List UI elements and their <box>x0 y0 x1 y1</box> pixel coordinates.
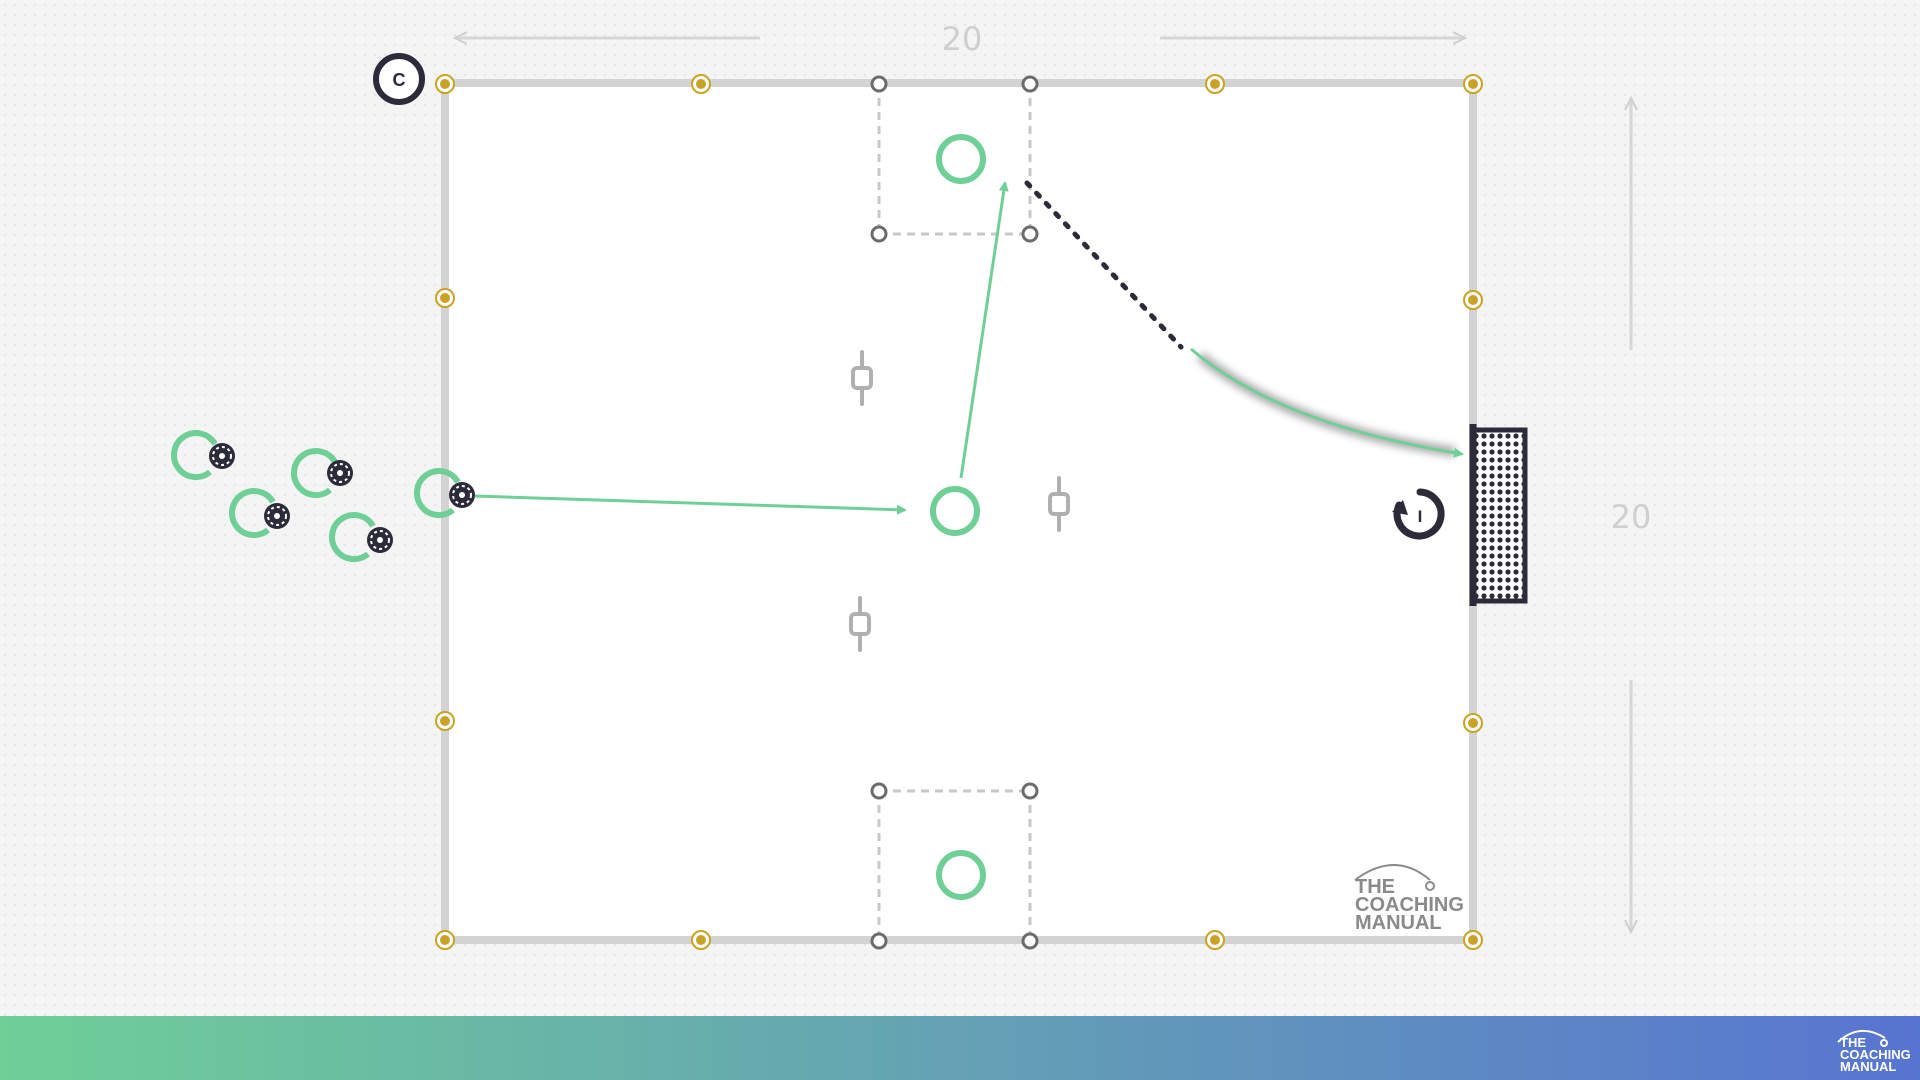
marker-icon <box>1021 932 1039 950</box>
goal-icon <box>1469 424 1528 606</box>
bottom-zone <box>877 789 1032 940</box>
player-queue-2 <box>228 488 276 539</box>
cone-icon <box>1463 290 1483 310</box>
ball-icon <box>327 460 353 486</box>
watermark-line1: THE <box>1355 876 1395 898</box>
mannequin-icon <box>849 596 871 652</box>
cone-icon <box>435 711 455 731</box>
zone-markers <box>870 75 1039 950</box>
footer-bar <box>0 1016 1920 1080</box>
shot-arrow <box>1190 347 1464 458</box>
player-queue-4 <box>328 512 376 563</box>
boundary-cones <box>435 74 1483 950</box>
ball-icon <box>209 443 235 469</box>
footer-logo: THE COACHING MANUAL <box>1837 1030 1911 1074</box>
marker-icon <box>870 932 888 950</box>
marker-icon <box>870 225 888 243</box>
goalkeeper-label: I <box>1418 507 1423 526</box>
cone-icon <box>1463 930 1483 950</box>
player-queue-1 <box>170 430 218 481</box>
movement-lines <box>474 180 1464 515</box>
player-start <box>413 468 461 519</box>
cone-icon <box>1463 713 1483 733</box>
watermark-line3: MANUAL <box>1355 912 1442 934</box>
watermark-line2: COACHING <box>1355 894 1464 916</box>
player-bottom-zone <box>936 850 986 900</box>
ball-icon <box>264 503 290 529</box>
mannequins <box>849 350 1070 652</box>
cone-icon <box>435 74 455 94</box>
footer-logo-line3: MANUAL <box>1840 1059 1896 1074</box>
ball-icon <box>367 527 393 553</box>
cone-icon <box>1205 930 1225 950</box>
mannequin-icon <box>1048 476 1070 532</box>
top-zone <box>877 84 1032 236</box>
marker-icon <box>870 75 888 93</box>
marker-icon <box>1021 75 1039 93</box>
players <box>170 134 986 900</box>
marker-icon <box>1021 782 1039 800</box>
watermark-logo: THE COACHING MANUAL <box>1354 864 1464 934</box>
cone-icon <box>1205 74 1225 94</box>
pass-arrow-2 <box>959 181 1009 479</box>
cone-icon <box>1463 74 1483 94</box>
width-dimension: 20 <box>455 20 1465 58</box>
width-label: 20 <box>942 20 983 58</box>
goalkeeper-icon: I <box>1392 488 1445 540</box>
pitch-area <box>445 83 1473 940</box>
dribble-path <box>1024 180 1184 350</box>
footer-logo-line1: THE <box>1840 1035 1866 1050</box>
cone-icon <box>435 288 455 308</box>
cone-icon <box>691 74 711 94</box>
player-center <box>930 486 980 536</box>
marker-icon <box>870 782 888 800</box>
height-label: 20 <box>1611 498 1652 536</box>
pass-arrow-1 <box>474 494 907 515</box>
cone-icon <box>435 930 455 950</box>
footer-logo-line2: COACHING <box>1840 1047 1911 1062</box>
height-dimension: 20 <box>1611 98 1652 932</box>
cone-icon <box>691 930 711 950</box>
coach-label: C <box>393 70 406 90</box>
mannequin-icon <box>851 350 873 406</box>
ball-icon <box>449 482 475 508</box>
player-top-zone <box>936 134 986 184</box>
balls <box>209 443 475 553</box>
coach-icon: C <box>373 53 425 105</box>
marker-icon <box>1021 225 1039 243</box>
player-queue-3 <box>290 448 338 499</box>
